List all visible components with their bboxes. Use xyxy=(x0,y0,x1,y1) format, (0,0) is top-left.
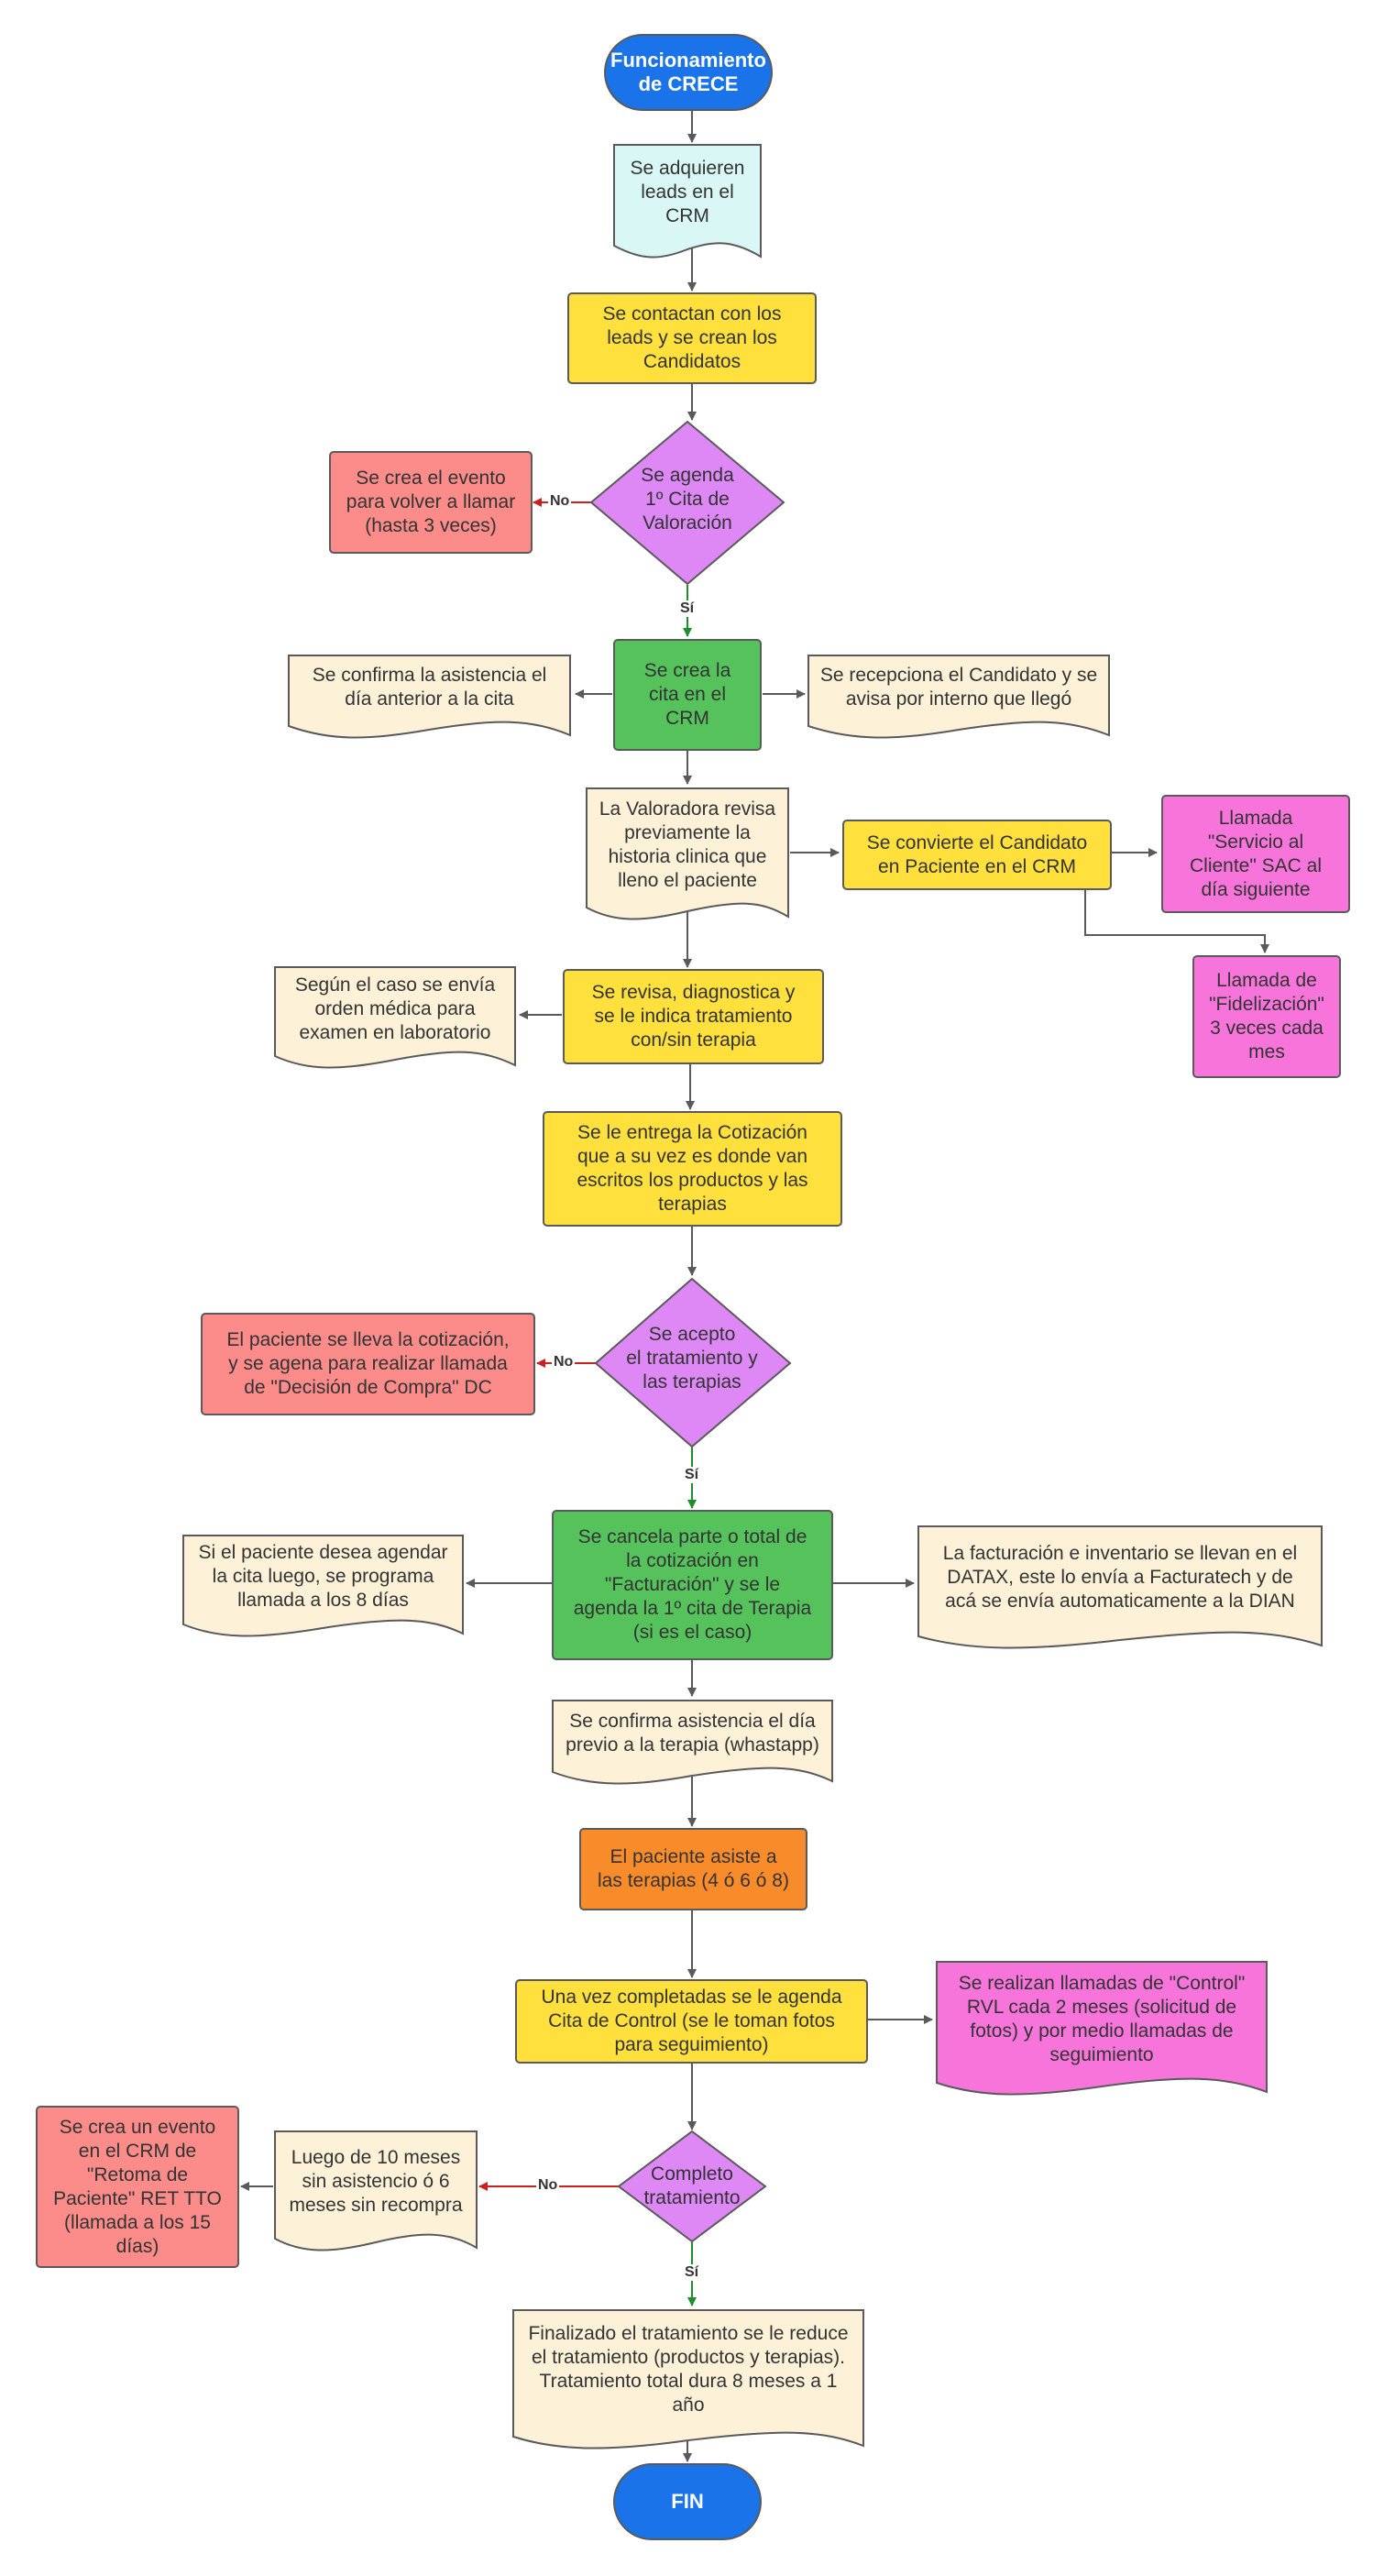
diagnose-process xyxy=(563,969,824,1064)
review-history-document xyxy=(586,787,789,920)
contact-leads-process xyxy=(567,292,817,384)
reception-document xyxy=(807,655,1110,739)
later-schedule-document xyxy=(182,1535,464,1637)
purchase-decision-call-process xyxy=(201,1313,535,1415)
create-appointment-process xyxy=(613,639,762,751)
leads-crm-document xyxy=(613,144,762,259)
confirm-attendance-document xyxy=(288,655,571,739)
edge-label-no-schedule: No xyxy=(548,493,572,510)
billing-process xyxy=(552,1510,833,1660)
start-terminal xyxy=(604,34,773,111)
lab-order-document xyxy=(274,966,516,1069)
quotation-process xyxy=(543,1111,842,1227)
convert-patient-process xyxy=(842,820,1112,890)
schedule-decision-diamond xyxy=(589,420,785,586)
recall-event-process xyxy=(329,451,533,554)
edge-label-yes-schedule: Sí xyxy=(678,600,697,617)
control-calls-document xyxy=(936,1961,1268,2096)
confirm-therapy-document xyxy=(552,1700,833,1785)
accept-decision-diamond xyxy=(594,1277,792,1448)
edge-label-no-complete: No xyxy=(536,2177,560,2194)
finished-document xyxy=(512,2309,864,2449)
edge-label-yes-accept: Sí xyxy=(683,1467,701,1483)
control-appointment-process xyxy=(515,1979,868,2064)
sac-call-process xyxy=(1161,795,1350,913)
complete-decision-diamond xyxy=(617,2130,767,2243)
end-terminal xyxy=(613,2463,762,2540)
attend-therapies-process xyxy=(579,1828,807,1910)
loyalty-call-process xyxy=(1192,955,1341,1078)
edge-convert-to-loyalty xyxy=(1084,889,1269,953)
retake-event-process xyxy=(36,2106,239,2268)
edge-label-no-accept: No xyxy=(552,1354,576,1371)
no-attendance-document xyxy=(274,2130,478,2251)
edge-label-yes-complete: Sí xyxy=(683,2264,701,2281)
invoicing-datax-document xyxy=(917,1525,1323,1649)
